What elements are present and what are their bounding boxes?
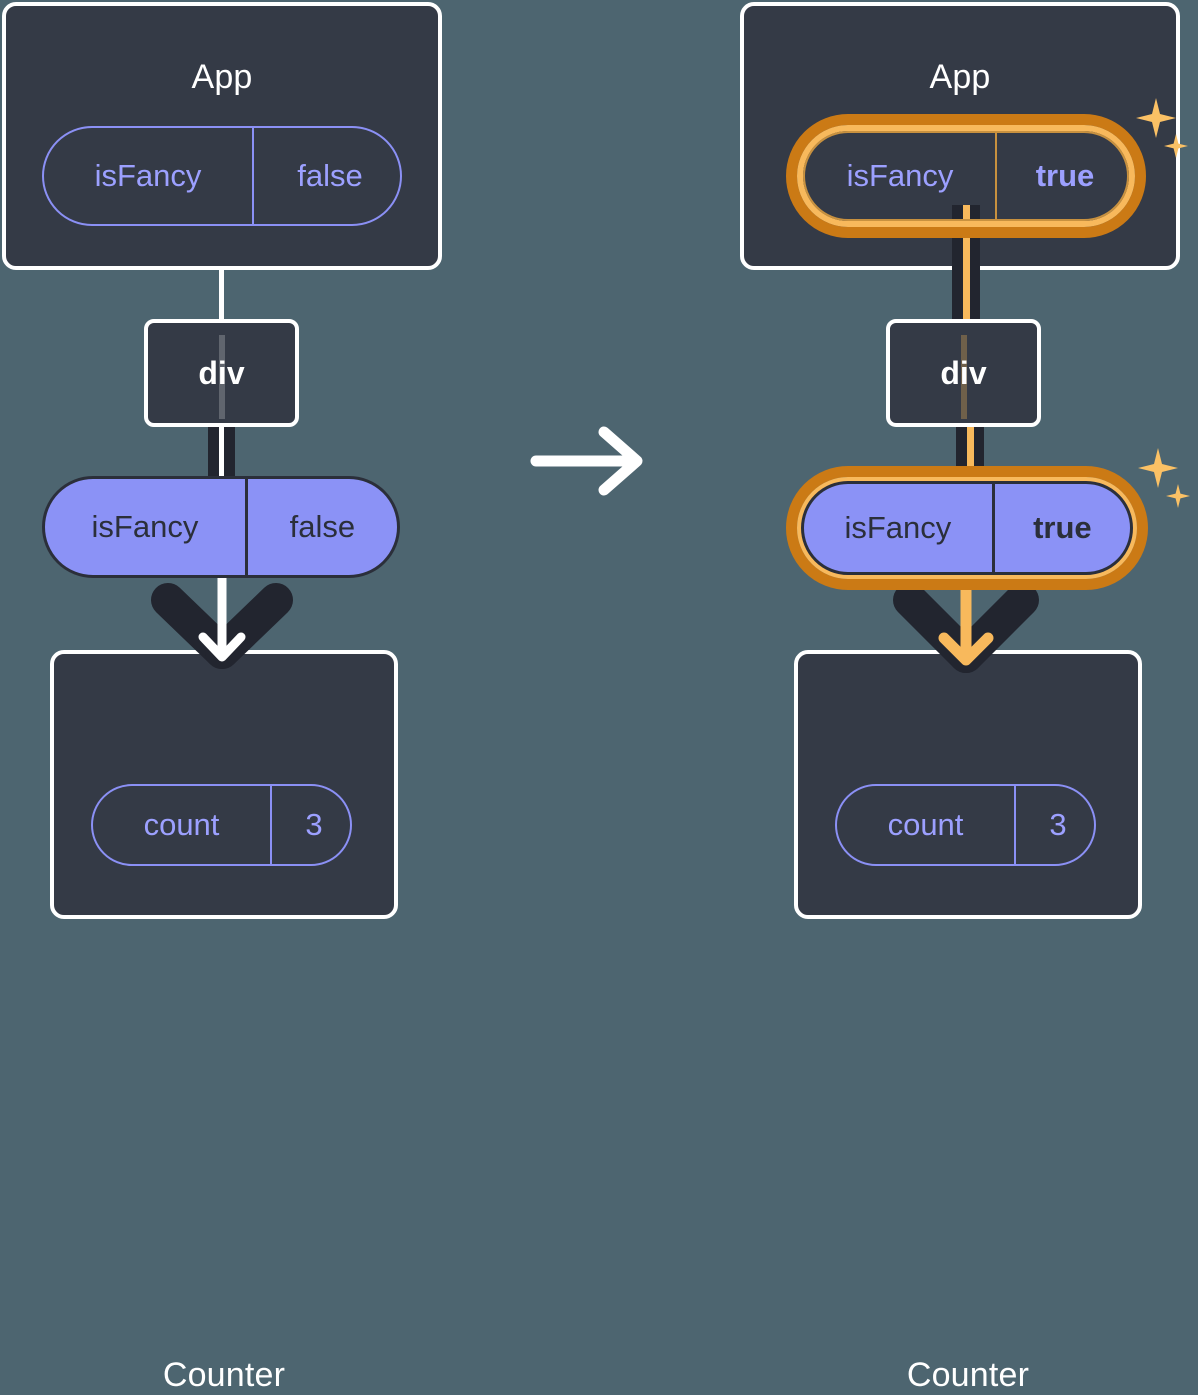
- connector-through-div-before: [218, 335, 225, 419]
- connector-app-to-div-after: [952, 205, 980, 325]
- before-state-diagram: App isFancy false div isFancy false: [0, 0, 460, 1394]
- app-state-value-before: false: [252, 128, 400, 224]
- counter-state-value-before: 3: [270, 786, 350, 864]
- counter-component-title-before: Counter: [162, 1356, 286, 1394]
- counter-state-key-after: count: [887, 807, 964, 842]
- app-state-value-after: true: [995, 133, 1127, 219]
- sparkle-large-icon: [1138, 448, 1178, 488]
- after-state-diagram: App isFancy true div: [738, 0, 1198, 1394]
- prop-flow-arrow-after: [738, 560, 1198, 680]
- div-node-box-before: div: [144, 319, 299, 427]
- counter-state-pill-after: count 3: [835, 784, 1096, 866]
- connector-through-div-after: [960, 335, 967, 419]
- prop-pill-before: isFancy false: [42, 476, 400, 578]
- transition-arrow-right-icon: [530, 425, 648, 497]
- counter-component-title-after: Counter: [906, 1356, 1030, 1394]
- counter-state-key-before: count: [143, 807, 220, 842]
- sparkles-icon-app-after: [1136, 98, 1198, 168]
- sparkles-icon-prop-after: [1138, 448, 1198, 518]
- app-component-title-after: App: [929, 58, 991, 96]
- app-state-key-before: isFancy: [94, 158, 202, 193]
- connector-app-to-div-before: [219, 266, 224, 324]
- sparkle-large-icon: [1136, 98, 1176, 138]
- app-component-title-before: App: [191, 58, 253, 96]
- connector-div-to-prop-after: [956, 424, 984, 482]
- div-node-box-after: div: [886, 319, 1041, 427]
- prop-pill-after: isFancy true: [801, 481, 1133, 575]
- connector-div-to-prop-before: [208, 424, 235, 482]
- div-node-label-after: div: [940, 355, 987, 391]
- app-state-pill-before: isFancy false: [42, 126, 402, 226]
- sparkle-small-icon: [1166, 484, 1190, 508]
- prop-key-after: isFancy: [844, 510, 952, 545]
- counter-state-pill-before: count 3: [91, 784, 352, 866]
- sparkle-small-icon: [1164, 134, 1188, 158]
- prop-key-before: isFancy: [91, 509, 199, 544]
- app-state-key-after: isFancy: [846, 158, 954, 193]
- prop-value-before: false: [244, 479, 397, 575]
- app-state-pill-after: isFancy true: [803, 131, 1129, 221]
- counter-state-value-after: 3: [1014, 786, 1094, 864]
- div-node-label-before: div: [198, 355, 245, 391]
- prop-value-after: true: [991, 484, 1130, 572]
- prop-flow-arrow-before: [0, 560, 460, 680]
